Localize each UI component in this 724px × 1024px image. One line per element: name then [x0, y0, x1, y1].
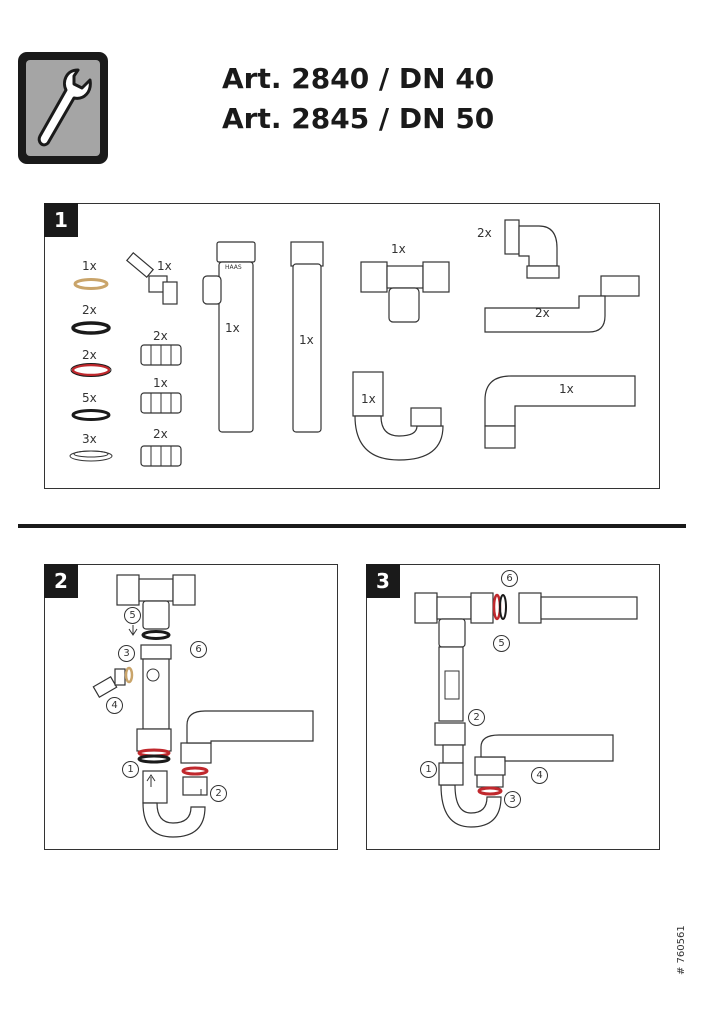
qty-hose-connector: 1x: [157, 259, 172, 273]
qty-elbow-small: 2x: [477, 226, 492, 240]
parts-drawing: [69, 219, 640, 467]
qty-washer-tan: 1x: [82, 259, 97, 273]
page-title-line2: Art. 2845 / DN 50: [222, 102, 495, 135]
callout-3: 3: [504, 791, 521, 808]
long-bend: [484, 275, 640, 333]
step-number: 3: [366, 564, 400, 598]
section-divider: [18, 524, 686, 528]
hose-connector: [444, 670, 460, 700]
u-trap: [142, 802, 206, 838]
step-3-panel: 3 6 5 2 1 4 3: [366, 564, 660, 850]
parts-panel: 1: [44, 203, 660, 489]
ring-black-b: [71, 409, 111, 421]
callout-6: 6: [190, 641, 207, 658]
nut-mid: [136, 728, 172, 752]
elbow-long: [480, 734, 614, 762]
nut-top: [140, 644, 172, 660]
qty-u-trap: 1x: [361, 392, 376, 406]
ring-black-a: [71, 321, 111, 335]
nut-right: [474, 756, 506, 776]
qty-vertical-pipe-branch: 1x: [225, 321, 240, 335]
callout-1: 1: [420, 761, 437, 778]
callout-2: 2: [210, 785, 227, 802]
hose-connector: [125, 251, 178, 305]
trap-inlet: [142, 770, 168, 804]
article-number: # 760561: [676, 925, 687, 975]
callout-5: 5: [124, 607, 141, 624]
elbow-long: [484, 375, 636, 449]
qty-ring-black-a: 2x: [82, 303, 97, 317]
step-number: 1: [44, 203, 78, 237]
nut-c: [140, 445, 182, 467]
nut-mid: [434, 722, 466, 746]
qty-long-bend: 2x: [535, 306, 550, 320]
branch-pipe: [142, 658, 170, 730]
ring-red: [71, 363, 111, 377]
vertical-pipe: [290, 241, 324, 433]
qty-washer-flat: 3x: [82, 432, 97, 446]
step-number: 2: [44, 564, 78, 598]
washer-flat-inner: [73, 450, 109, 458]
callout-3: 3: [118, 645, 135, 662]
qty-elbow-long: 1x: [559, 382, 574, 396]
callout-1: 1: [122, 761, 139, 778]
callout-4: 4: [106, 697, 123, 714]
wrench-icon: [26, 60, 100, 156]
horizontal-pipe: [540, 596, 638, 620]
nut-right: [180, 742, 212, 764]
nut-b: [140, 392, 182, 414]
washer-tan: [73, 278, 109, 290]
qty-tee: 1x: [391, 242, 406, 256]
callout-5: 5: [493, 635, 510, 652]
page-title-line1: Art. 2840 / DN 40: [222, 62, 495, 95]
qty-ring-black-b: 5x: [82, 391, 97, 405]
elbow-small: [504, 219, 560, 279]
qty-nut-c: 2x: [153, 427, 168, 441]
tee-top: [414, 592, 494, 648]
elbow-long: [186, 710, 314, 744]
u-trap: [440, 784, 502, 828]
hose-fitting: [92, 668, 126, 699]
callout-2: 2: [468, 709, 485, 726]
step-2-drawing: [92, 574, 314, 838]
qty-nut-a: 2x: [153, 329, 168, 343]
u-trap: [352, 371, 444, 461]
tee-top: [116, 574, 196, 630]
pipe-nut: [518, 592, 542, 624]
callout-4: 4: [531, 767, 548, 784]
vertical-pipe-branch: [202, 241, 256, 433]
qty-nut-b: 1x: [153, 376, 168, 390]
nut-a: [140, 344, 182, 366]
tee-fitting: [360, 261, 450, 323]
step-2-panel: 2 5 3 6 4 1 2: [44, 564, 338, 850]
ring-red-outline: [70, 363, 112, 377]
qty-vertical-pipe: 1x: [299, 333, 314, 347]
qty-ring-red: 2x: [82, 348, 97, 362]
brand-mark: HAAS: [225, 264, 242, 271]
callout-6: 6: [501, 570, 518, 587]
step-3-drawing: [414, 592, 638, 828]
tool-badge: [18, 52, 108, 164]
